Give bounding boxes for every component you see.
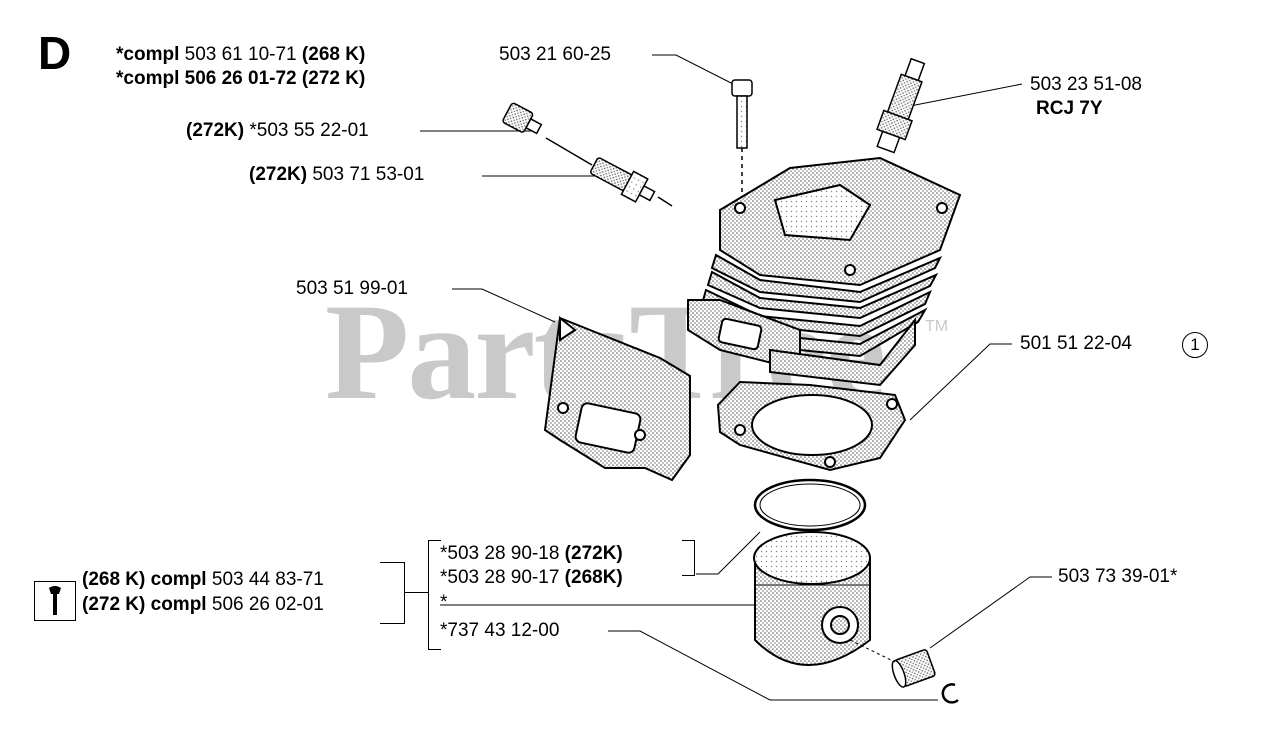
part-model: (268K) bbox=[564, 567, 623, 588]
spark-plug-drawing bbox=[876, 57, 926, 154]
part-number: 501 51 22-04 bbox=[1020, 333, 1132, 354]
piston-ring-drawing bbox=[753, 478, 867, 532]
kit-prefix: *compl bbox=[116, 68, 180, 89]
piston-kit-line-1[interactable]: (268 K) compl 503 44 83-71 bbox=[82, 569, 324, 591]
kit-number: 506 26 02-01 bbox=[211, 594, 324, 615]
muffler-gasket-drawing bbox=[543, 315, 691, 482]
kit-number: 503 44 83-71 bbox=[211, 569, 324, 590]
piston-group-brace bbox=[428, 540, 441, 650]
wrench-icon bbox=[34, 581, 76, 621]
part-label-spark-plug[interactable]: 503 23 51-08 bbox=[1030, 74, 1142, 95]
watermark-tm: TM bbox=[925, 318, 949, 335]
part-model: (272K) bbox=[564, 543, 623, 564]
part-number: *503 28 90-18 bbox=[440, 543, 560, 564]
part-label-piston-ring-268[interactable]: *503 28 90-17 (268K) bbox=[440, 567, 623, 589]
piston-kit-connector bbox=[404, 592, 428, 593]
cylinder-gasket-drawing bbox=[716, 380, 907, 472]
kit-number[interactable]: 506 26 01-72 bbox=[184, 68, 297, 89]
kit-model: (272 K) compl bbox=[82, 594, 207, 615]
kit-line-2: *compl 506 26 01-72 (272 K) bbox=[116, 68, 365, 90]
part-label-plug-valve[interactable]: (272K) *503 55 22-01 bbox=[186, 120, 369, 142]
part-label-needle-bearing[interactable]: 503 73 39-01* bbox=[1058, 566, 1178, 587]
decomp-valve-drawing bbox=[502, 102, 673, 207]
piston-kit-brace bbox=[380, 562, 405, 624]
spark-plug-type: RCJ 7Y bbox=[1036, 98, 1103, 119]
needle-bearing-drawing bbox=[891, 649, 936, 688]
part-label-screw[interactable]: 503 21 60-25 bbox=[499, 44, 611, 65]
leader-lines bbox=[420, 54, 1052, 701]
piston-drawing bbox=[753, 531, 871, 666]
kit-model: (268 K) compl bbox=[82, 569, 207, 590]
kit-model: (268 K) bbox=[301, 44, 366, 65]
part-model: (272K) bbox=[249, 164, 308, 185]
part-label-muffler-gasket[interactable]: 503 51 99-01 bbox=[296, 278, 408, 299]
part-number: 503 71 53-01 bbox=[312, 164, 425, 185]
part-number: *503 55 22-01 bbox=[249, 120, 369, 141]
part-label-decomp-valve[interactable]: (272K) 503 71 53-01 bbox=[249, 164, 424, 186]
ring-group-brace bbox=[682, 540, 695, 576]
kit-line-1: *compl 503 61 10-71 (268 K) bbox=[116, 44, 365, 66]
kit-model: (272 K) bbox=[301, 68, 366, 89]
section-letter: D bbox=[38, 27, 72, 79]
cylinder-drawing bbox=[687, 156, 962, 387]
part-label-piston-pin-lock[interactable]: *737 43 12-00 bbox=[440, 620, 560, 641]
part-label-cylinder-gasket[interactable]: 501 51 22-04 bbox=[1020, 333, 1132, 355]
cylinder-screw-drawing bbox=[731, 79, 753, 205]
part-model: (272K) bbox=[186, 120, 245, 141]
kit-number[interactable]: 503 61 10-71 bbox=[184, 44, 297, 65]
part-label-piston[interactable]: * bbox=[440, 592, 448, 613]
part-number: *503 28 90-17 bbox=[440, 567, 560, 588]
kit-prefix: *compl bbox=[116, 44, 180, 65]
reference-circle: 1 bbox=[1182, 332, 1208, 358]
piston-kit-line-2[interactable]: (272 K) compl 506 26 02-01 bbox=[82, 594, 324, 616]
circlip-drawing bbox=[941, 683, 959, 704]
part-label-piston-ring-272[interactable]: *503 28 90-18 (272K) bbox=[440, 543, 623, 565]
